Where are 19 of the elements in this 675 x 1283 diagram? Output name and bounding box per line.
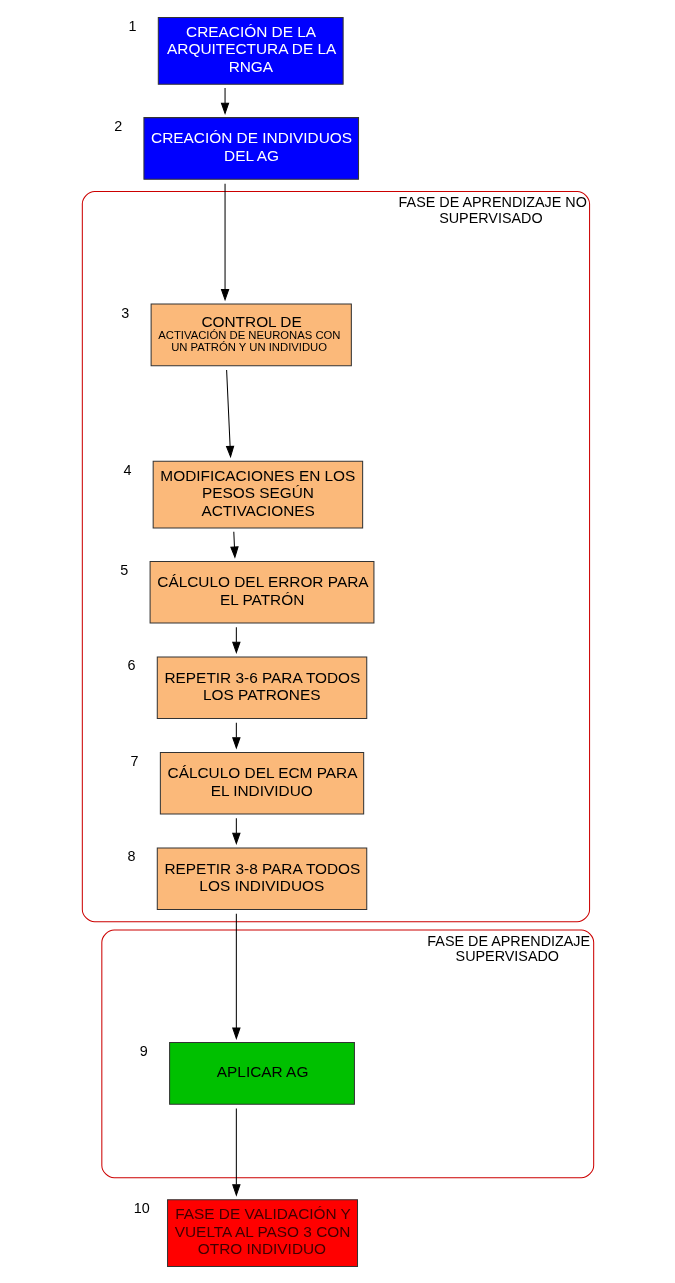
node-label: 3 [120,304,129,321]
arrow [231,1108,241,1197]
arrow [231,913,241,1040]
node-label: 4 [122,461,131,478]
node-label: 6 [127,657,135,674]
arrow [231,722,241,750]
node-label: 9 [139,1043,148,1060]
arrow [220,183,229,302]
node-label: 8 [127,848,135,865]
node-label: 1 [128,18,137,35]
arrow [231,817,241,846]
arrow [225,369,234,459]
node-label: 10 [133,1200,150,1217]
node-label: 7 [130,752,139,769]
arrow [220,87,229,115]
arrow [231,626,241,655]
arrow [229,531,239,559]
node-label: 5 [119,561,128,578]
node-label: 2 [113,118,122,135]
